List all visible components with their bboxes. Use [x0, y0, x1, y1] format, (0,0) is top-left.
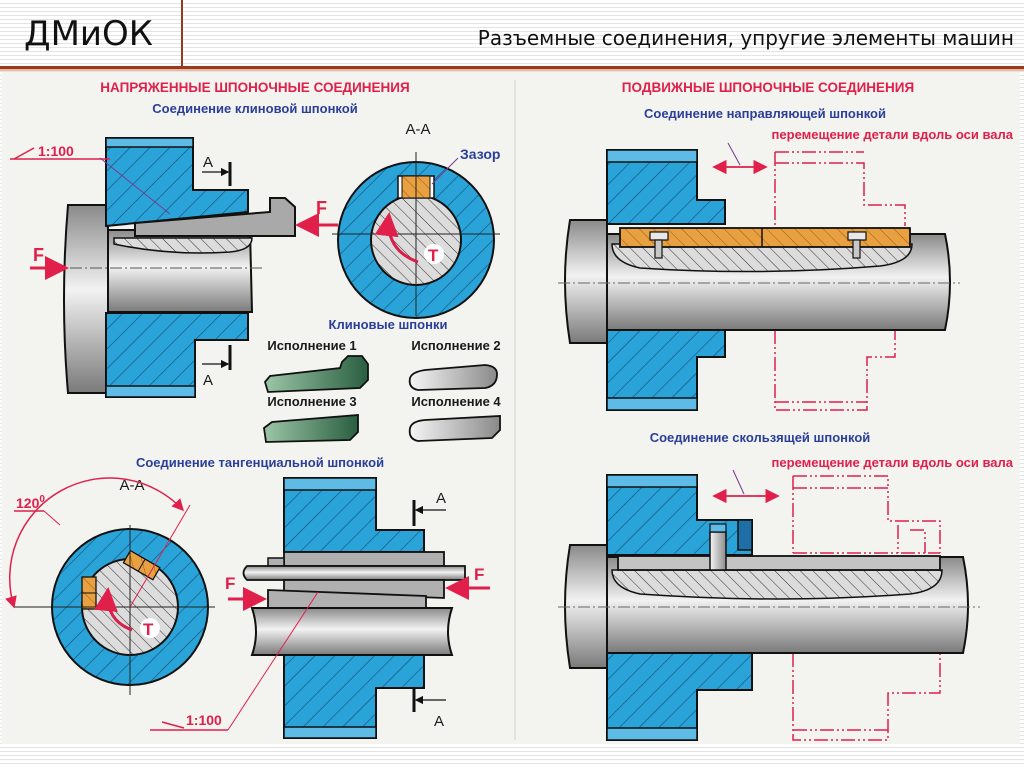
- taper-label: 1:100: [186, 712, 222, 728]
- slide-header: ДМиОК Разъемные соединения, упругие элем…: [0, 0, 1024, 71]
- sliding-subtitle: Соединение скользящей шпонкой: [650, 430, 871, 445]
- section-title: А-А: [119, 477, 144, 494]
- sliding-key-drawing: [558, 469, 980, 741]
- course-logo: ДМиОК: [24, 14, 153, 54]
- header-rule: [0, 66, 1024, 69]
- variant-label: Исполнение 4: [411, 394, 501, 409]
- force-label: F: [316, 198, 327, 218]
- right-heading: ПОДВИЖНЫЕ ШПОНОЧНЫЕ СОЕДИНЕНИЯ: [622, 80, 914, 95]
- wedge-key-drawing: F F 1:100 A A: [10, 137, 338, 398]
- section-title: А-А: [405, 121, 430, 138]
- guide-movement-label: перемещение детали вдоль оси вала: [772, 127, 1014, 142]
- force-label: F: [33, 245, 44, 265]
- left-heading: НАПРЯЖЕННЫЕ ШПОНОЧНЫЕ СОЕДИНЕНИЯ: [100, 80, 409, 95]
- guide-key-drawing: [558, 142, 960, 411]
- angle-label: 1200: [16, 494, 45, 511]
- torque-label: T: [428, 246, 439, 265]
- gap-label: Зазор: [460, 146, 500, 162]
- wedge-key-variant-2: [408, 364, 498, 391]
- force-label: F: [474, 565, 484, 584]
- header-rule-shadow: [0, 69, 1024, 71]
- wedge-subtitle: Соединение клиновой шпонкой: [152, 101, 357, 116]
- wedge-key-variant-4: [408, 415, 501, 442]
- header-divider: [181, 0, 183, 68]
- tangential-subtitle: Соединение тангенциальной шпонкой: [136, 455, 384, 470]
- wedge-key-variant-3: [263, 414, 359, 443]
- variant-label: Исполнение 1: [267, 338, 356, 353]
- section-mark: A: [436, 490, 446, 507]
- torque-label: T: [143, 620, 154, 639]
- taper-label: 1:100: [38, 143, 74, 159]
- tangential-key-drawing: F F 1:100 A A: [150, 477, 490, 739]
- variant-label: Исполнение 3: [267, 394, 356, 409]
- slide-title: Разъемные соединения, упругие элементы м…: [477, 26, 1014, 50]
- section-mark: A: [203, 372, 213, 389]
- tangential-section-view: А-А 1200 T: [5, 477, 215, 695]
- wedge-key-variant-1: [263, 355, 369, 393]
- wedge-section-view: А-А T Зазор: [332, 121, 500, 319]
- poster-drawing: НАПРЯЖЕННЫЕ ШПОНОЧНЫЕ СОЕДИНЕНИЯ Соедине…: [5, 80, 1014, 741]
- wedge-key-variants: Клиновые шпонки Исполнение 1 Исполнение …: [263, 317, 501, 443]
- variant-label: Исполнение 2: [411, 338, 500, 353]
- wedge-keys-title: Клиновые шпонки: [329, 317, 448, 332]
- section-mark: A: [434, 713, 444, 730]
- sliding-movement-label: перемещение детали вдоль оси вала: [772, 455, 1014, 470]
- poster-image: НАПРЯЖЕННЫЕ ШПОНОЧНЫЕ СОЕДИНЕНИЯ Соедине…: [2, 72, 1020, 744]
- section-mark: A: [203, 154, 213, 171]
- guide-subtitle: Соединение направляющей шпонкой: [644, 106, 886, 121]
- force-label: F: [225, 574, 235, 593]
